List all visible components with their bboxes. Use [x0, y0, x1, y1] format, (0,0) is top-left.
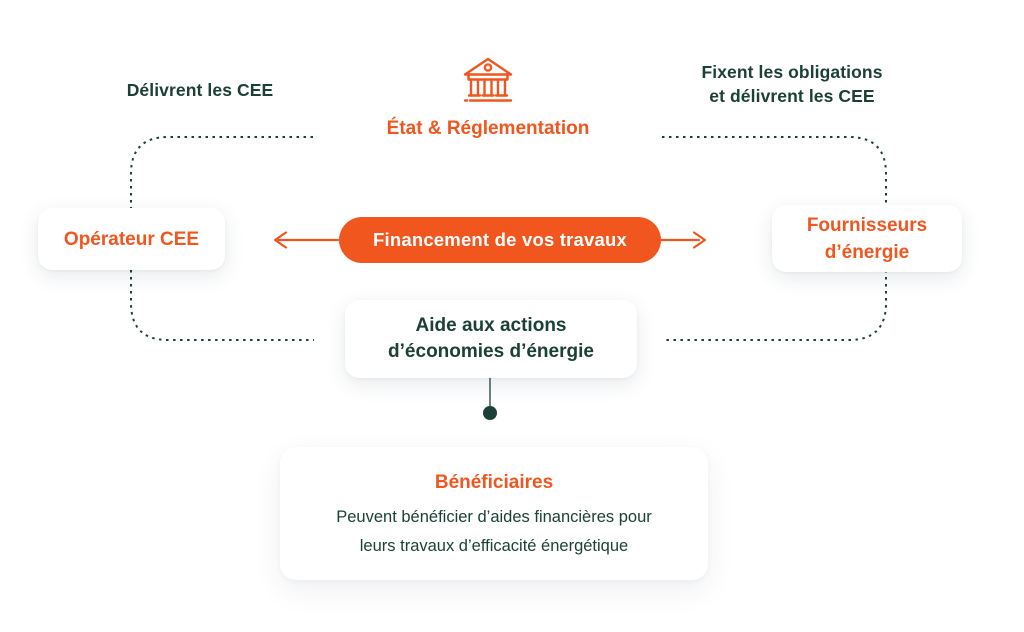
label-fixent-obligations: Fixent les obligations et délivrent les … — [666, 60, 918, 108]
arrow-left — [273, 231, 340, 249]
label-etat-reglementation: État & Réglementation — [386, 118, 590, 139]
beneficiaires-body: Peuvent bénéficier d’aides financières p… — [280, 503, 708, 561]
card-beneficiaires: Bénéficiaires Peuvent bénéficier d’aides… — [280, 447, 708, 580]
beneficiaires-title: Bénéficiaires — [434, 472, 554, 493]
card-operateur-label: Opérateur CEE — [63, 228, 200, 250]
card-fournisseurs-line2: d’énergie — [824, 241, 910, 263]
card-aide-actions: Aide aux actions d’économies d’énergie — [345, 300, 637, 378]
card-fournisseurs-line1: Fournisseurs — [806, 214, 928, 236]
arrow-right — [659, 231, 707, 249]
label-fixent-line2: et délivrent les CEE — [709, 86, 875, 106]
beneficiaires-body-line1: Peuvent bénéficier d’aides financières p… — [336, 508, 652, 526]
card-aide-line1: Aide aux actions — [415, 315, 567, 336]
beneficiaires-body-line2: leurs travaux d’efficacité énergétique — [359, 537, 629, 555]
card-aide-line2: d’économies d’énergie — [388, 341, 594, 362]
label-fixent-line1: Fixent les obligations — [701, 62, 883, 82]
label-delivrent-les-cee: Délivrent les CEE — [126, 80, 274, 100]
pill-financement: Financement de vos travaux — [339, 217, 661, 263]
dotted-connector-right — [662, 136, 887, 341]
card-operateur-cee: Opérateur CEE — [38, 208, 225, 270]
pill-financement-label: Financement de vos travaux — [372, 229, 627, 250]
dotted-connector-left — [130, 136, 314, 341]
beneficiary-connector-dot — [483, 406, 497, 420]
bank-icon — [459, 53, 517, 112]
card-fournisseurs: Fournisseurs d’énergie — [772, 205, 962, 272]
